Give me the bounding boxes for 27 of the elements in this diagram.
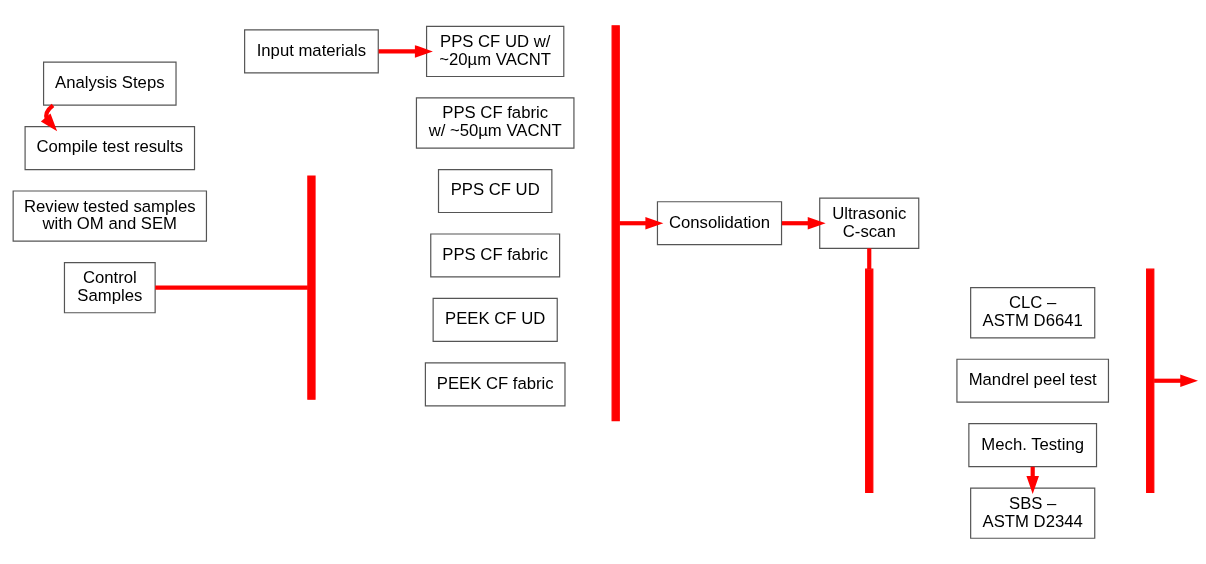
node-box: SBS – ASTM D2344 [970, 487, 1096, 539]
node-box: PPS CF fabric [430, 233, 561, 278]
node-box: PEEK CF fabric [424, 362, 566, 407]
node-bracket [307, 175, 316, 400]
arrow [619, 216, 664, 230]
node-box: PEEK CF UD [432, 297, 558, 342]
node-box: Ultrasonic C-scan [819, 197, 920, 249]
node-box: Consolidation [656, 201, 783, 246]
arrow [781, 216, 826, 230]
node-box: Control Samples [63, 262, 156, 314]
node-bracket [865, 268, 874, 493]
node-box: Input materials [244, 29, 379, 74]
node-box: PPS CF fabric w/ ~50µm VACNT [415, 97, 575, 149]
node-box: PPS CF UD [437, 168, 553, 214]
node-bracket [611, 25, 620, 422]
connector [155, 285, 308, 290]
node-box: Analysis Steps [43, 61, 177, 106]
node-box: Compile test results [24, 126, 196, 171]
arrow [378, 45, 433, 58]
node-box: CLC – ASTM D6641 [970, 287, 1096, 339]
node-box: Mech. Testing [968, 423, 1098, 468]
node-box: Review tested samples with OM and SEM [12, 190, 208, 242]
node-box: PPS CF UD w/ ~20µm VACNT [426, 25, 565, 78]
connector [867, 248, 872, 270]
node-box: Mandrel peel test [956, 358, 1110, 403]
arrow [1154, 374, 1198, 387]
node-bracket [1146, 268, 1155, 493]
